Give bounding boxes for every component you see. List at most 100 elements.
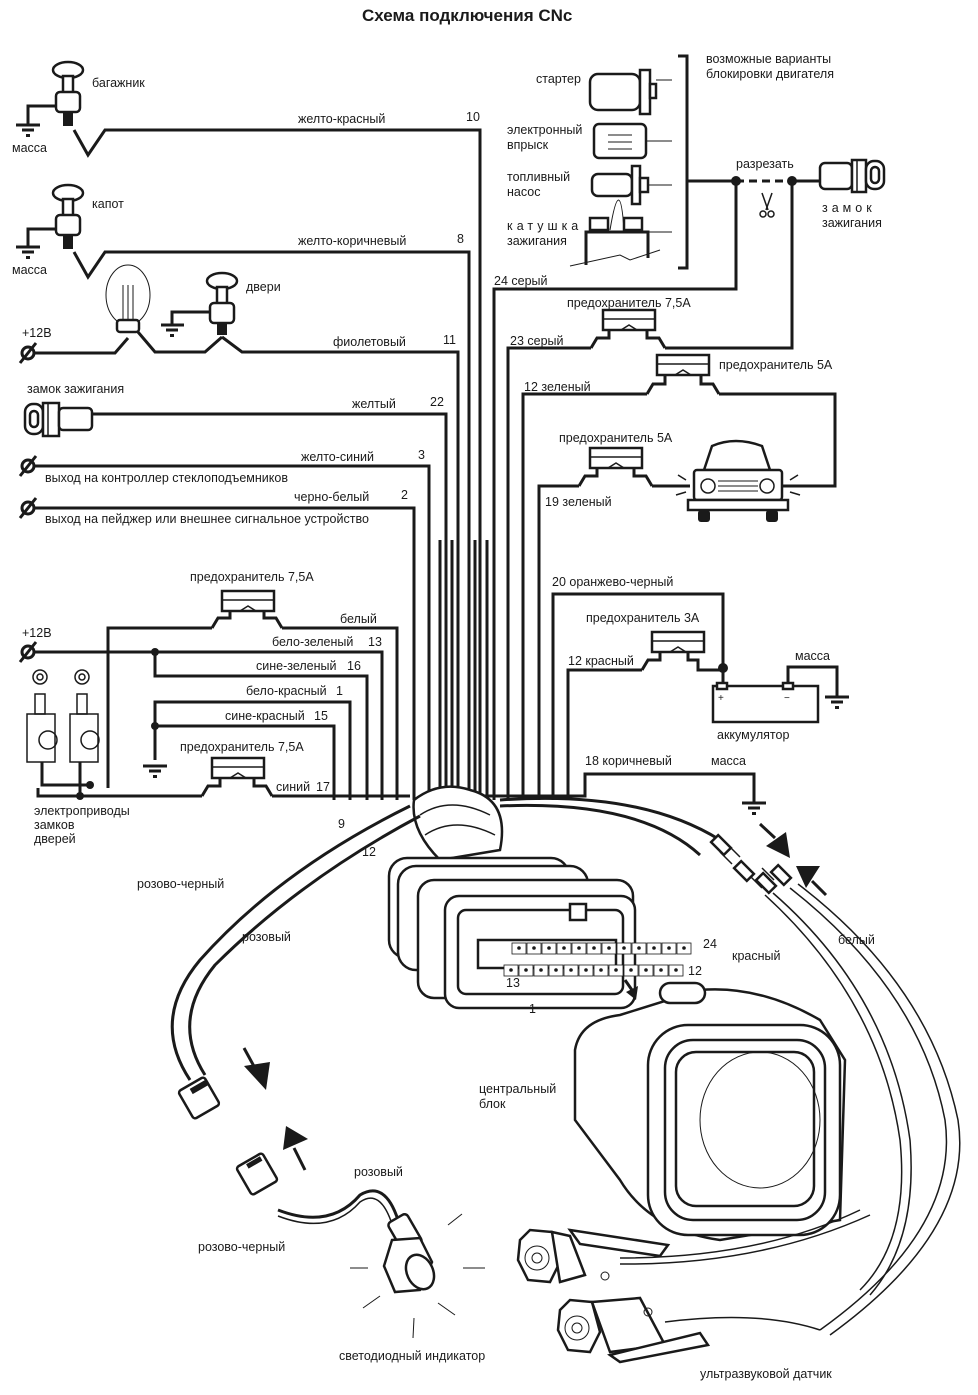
window-output-label: выход на контроллер стеклоподъемников (45, 471, 288, 485)
doors-label: двери (246, 280, 281, 294)
terminal-icon (18, 342, 38, 364)
hood-label: капот (92, 197, 124, 211)
ground-icon (16, 123, 40, 137)
wire-black-white (34, 506, 416, 800)
terminal-icon (18, 641, 38, 663)
pin-label-15: 15 (314, 709, 328, 723)
central-unit-label: блок (479, 1097, 506, 1111)
injection-label: впрыск (507, 138, 549, 152)
fuse-icon (200, 756, 274, 797)
trunk-label: багажник (92, 76, 145, 90)
ground-label: масса (12, 263, 47, 277)
fuse-label-5a: предохранитель 5А (559, 431, 673, 445)
fuse-icon (589, 308, 667, 349)
wire-label-pink: розовый (242, 930, 291, 944)
wire-label-pink-black: розово-черный (137, 877, 224, 891)
ground-label: масса (795, 649, 830, 663)
wire-violet (221, 335, 460, 800)
ignition-lock-label: замок зажигания (27, 382, 124, 396)
central-unit-label: центральный (479, 1082, 556, 1096)
battery-label: аккумулятор (717, 728, 789, 742)
led-cable (277, 1197, 393, 1225)
door-actuator-icon (26, 669, 90, 787)
connector-pin (592, 946, 596, 950)
connector-pin (644, 968, 648, 972)
ultrasonic-sensor-icon (516, 1209, 871, 1284)
connector-pin (682, 946, 686, 950)
fuse-icon (577, 446, 654, 487)
wire-label-orange-black: 20 оранжево-черный (552, 575, 673, 589)
wire-label-green-12: 12 зеленый (524, 380, 591, 394)
trunk-switch (26, 60, 85, 126)
wire-label-pink-black: розово-черный (198, 1240, 285, 1254)
connector-pin (607, 946, 611, 950)
door-switch (170, 271, 239, 335)
junction-dot (86, 781, 94, 789)
connector-pin (554, 968, 558, 972)
arrow-up-icon (283, 1126, 308, 1171)
connector-pin (577, 946, 581, 950)
blocking-bracket (678, 54, 689, 270)
connector-pin (659, 968, 663, 972)
connector-pin (629, 968, 633, 972)
wire-label-red: красный (732, 949, 781, 963)
wire-green-12 (521, 392, 647, 800)
pager-output-label: выход на пейджер или внешнее сигнальное … (45, 512, 369, 526)
pin-label-13: 13 (368, 635, 382, 649)
connector-pin (674, 968, 678, 972)
wire-yellow-red (72, 128, 482, 800)
door-actuators-label: дверей (34, 832, 76, 846)
central-unit (573, 981, 847, 1242)
svg-text:+: + (718, 693, 724, 704)
harness-cables (170, 796, 721, 1081)
connector-pin (652, 946, 656, 950)
arrow-icon (758, 822, 790, 858)
connector-pin (637, 946, 641, 950)
connector-pin (539, 968, 543, 972)
wire-white (106, 626, 212, 788)
ground-icon (742, 801, 766, 815)
ground-icon (161, 323, 184, 337)
wire-label-red-12: 12 красный (568, 654, 634, 668)
led-connector-socket (235, 1152, 279, 1196)
wire-orange-black (551, 592, 725, 800)
wire-label-green-19: 19 зеленый (545, 495, 612, 509)
connector-pin (517, 946, 521, 950)
ultrasonic-sensor-icon (556, 1296, 821, 1364)
wire-label-blue-green: сине-зеленый (256, 659, 337, 673)
scissors-icon (759, 192, 775, 218)
pin-label-1: 1 (336, 684, 343, 698)
wire-label-white: белый (838, 933, 875, 947)
wire-label-yellow-red: желто-красный (298, 112, 385, 126)
pin-label-10: 10 (466, 110, 480, 124)
plus12v-label: +12В (22, 326, 52, 340)
pin-label-22: 22 (430, 395, 444, 409)
connector-pin (509, 968, 513, 972)
wire-red-12 (566, 668, 642, 800)
arrow-down-icon (242, 1047, 270, 1090)
starter-label: стартер (536, 72, 581, 86)
pin-label-11: 11 (443, 333, 456, 347)
pin-label-12: 12 (688, 964, 702, 978)
wire-label-yellow-brown: желто-коричневый (298, 234, 406, 248)
wire-label-yellow-blue: желто-синий (301, 450, 374, 464)
wire-label-blue-red: сине-красный (225, 709, 305, 723)
fuse-icon (645, 353, 721, 395)
pin-label-12: 12 (362, 845, 376, 859)
ground-label: масса (12, 141, 47, 155)
pin-label-1: 1 (529, 1002, 536, 1016)
car-icon (675, 439, 801, 522)
wire-label-grey-24: 24 серый (494, 274, 548, 288)
wire-blue (36, 788, 202, 798)
pin-label-16: 16 (347, 659, 361, 673)
wire-grey-23 (506, 346, 591, 800)
wire-green-12-to-lights (719, 392, 837, 488)
terminal-icon (18, 497, 38, 519)
fuse-icon (640, 630, 723, 672)
ground-icon (143, 764, 167, 778)
fuse-label-7-5a: предохранитель 7,5А (180, 740, 304, 754)
ground-icon (16, 245, 40, 259)
connector-pin (524, 968, 528, 972)
connector-pin (532, 946, 536, 950)
